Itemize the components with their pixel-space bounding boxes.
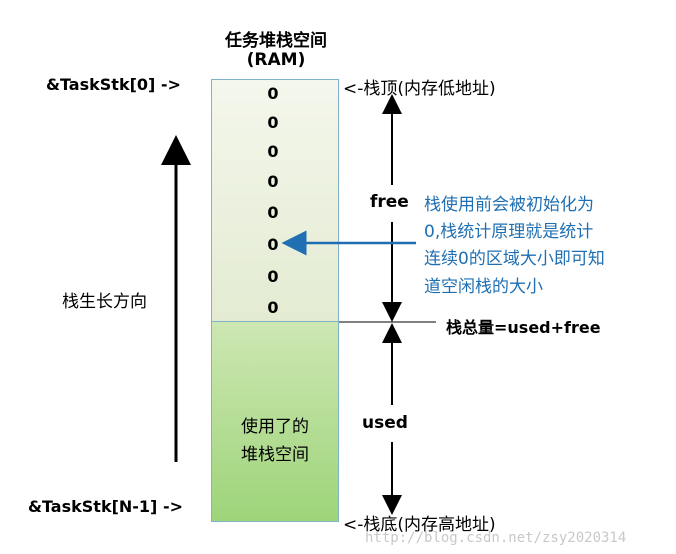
diagram-subtitle: (RAM): [246, 50, 306, 70]
zero-cell: 0: [267, 172, 279, 191]
zero-cell: 0: [267, 203, 279, 222]
annotation-line-1: 栈使用前会被初始化为: [424, 195, 594, 215]
task-stk-bottom-label: &TaskStk[N-1] ->: [28, 497, 183, 516]
zero-cell: 0: [267, 298, 279, 317]
zero-cell: 0: [267, 267, 279, 286]
free-stack-region: [211, 79, 339, 322]
diagram-title: 任务堆栈空间: [225, 31, 327, 51]
zero-cell: 0: [267, 84, 279, 103]
stack-top-label: <-栈顶(内存低地址): [343, 79, 496, 99]
task-stk-top-label: &TaskStk[0] ->: [46, 75, 181, 94]
free-label: free: [370, 192, 409, 212]
used-label: used: [362, 413, 408, 433]
annotation-line-4: 道空闲栈的大小: [424, 277, 543, 297]
growth-direction-label: 栈生长方向: [62, 292, 147, 312]
stack-bottom-label: <-栈底(内存高地址): [343, 515, 496, 535]
used-space-label-line2: 堆栈空间: [241, 445, 309, 465]
zero-cell: 0: [267, 142, 279, 161]
watermark: http://blog.csdn.net/zsy2020314: [365, 530, 627, 546]
zero-cell: 0: [267, 235, 279, 254]
total-stack-label: 栈总量=used+free: [446, 318, 601, 337]
annotation-line-3: 连续0的区域大小即可知: [424, 249, 605, 269]
used-space-label-line1: 使用了的: [241, 417, 309, 437]
annotation-line-2: 0,栈统计原理就是统计: [424, 222, 594, 242]
used-stack-region: [211, 322, 339, 522]
zero-cell: 0: [267, 113, 279, 132]
